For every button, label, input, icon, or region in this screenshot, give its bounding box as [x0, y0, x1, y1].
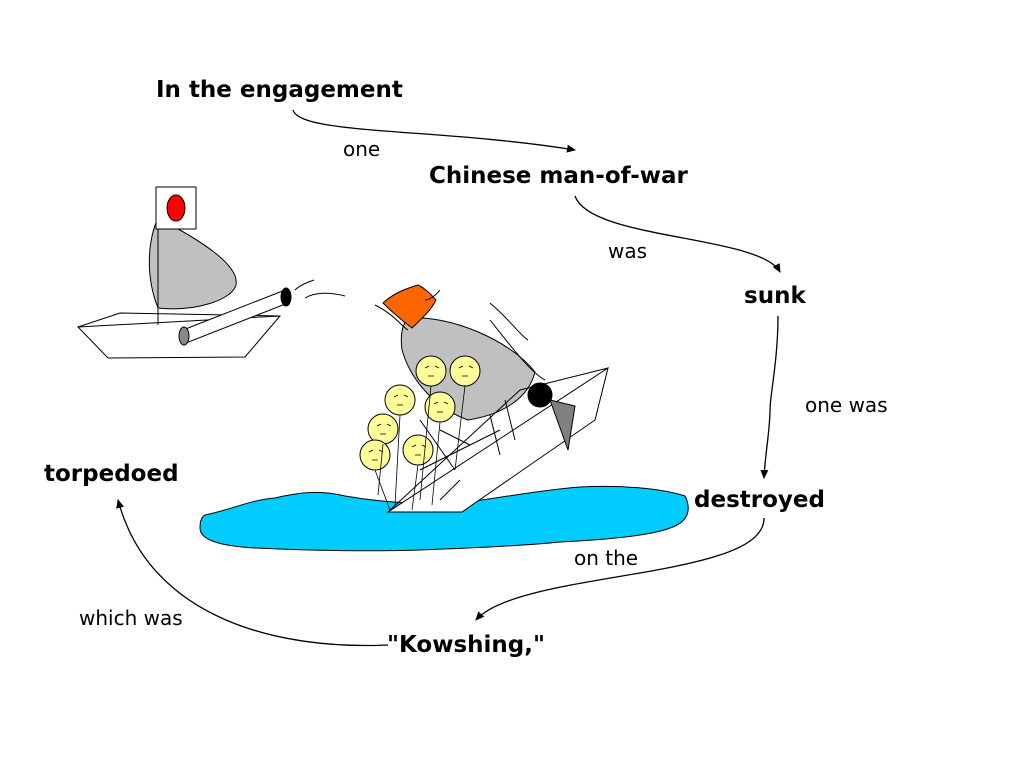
- torpedo-trail: [294, 279, 346, 299]
- node-kowshing: "Kowshing,": [387, 632, 545, 658]
- japanese-warship-icon: [77, 186, 346, 359]
- edge-label-was: was: [608, 239, 648, 263]
- sailor-face-icon: [359, 439, 391, 471]
- connector-arrows: [116, 109, 781, 647]
- chinese-flag-icon: [382, 284, 437, 329]
- sailor-face-icon: [384, 384, 416, 416]
- edge-label-on-the: on the: [574, 546, 639, 570]
- arrow-destroyed-to-kowshing: [475, 517, 765, 621]
- arrow-engagement-to-man-of-war: [292, 109, 576, 153]
- edge-label-one: one: [343, 137, 381, 161]
- node-torpedoed: torpedoed: [44, 461, 179, 487]
- node-destroyed: destroyed: [694, 487, 825, 513]
- japan-sun-icon: [166, 194, 186, 222]
- edge-label-which-was: which was: [79, 606, 183, 630]
- sailor-face-icon: [367, 413, 399, 445]
- arrow-sunk-to-destroyed: [760, 315, 779, 479]
- node-man-of-war: Chinese man-of-war: [429, 163, 688, 189]
- sailor-face-icon: [402, 434, 434, 466]
- sailor-face-icon: [449, 355, 481, 387]
- sailor-face-icon: [415, 355, 447, 387]
- node-sunk: sunk: [744, 283, 806, 309]
- water-icon: [199, 485, 689, 552]
- funnel-icon: [527, 382, 553, 408]
- node-engagement: In the engagement: [156, 77, 403, 103]
- edge-label-one-was: one was: [805, 393, 888, 417]
- sinking-chinese-warship-icon: [359, 284, 609, 513]
- arrow-kowshing-to-torpedoed: [116, 499, 389, 647]
- ship-sail: [148, 217, 237, 310]
- sailor-face-icon: [424, 391, 456, 423]
- arrow-man-of-war-to-sunk: [574, 195, 781, 273]
